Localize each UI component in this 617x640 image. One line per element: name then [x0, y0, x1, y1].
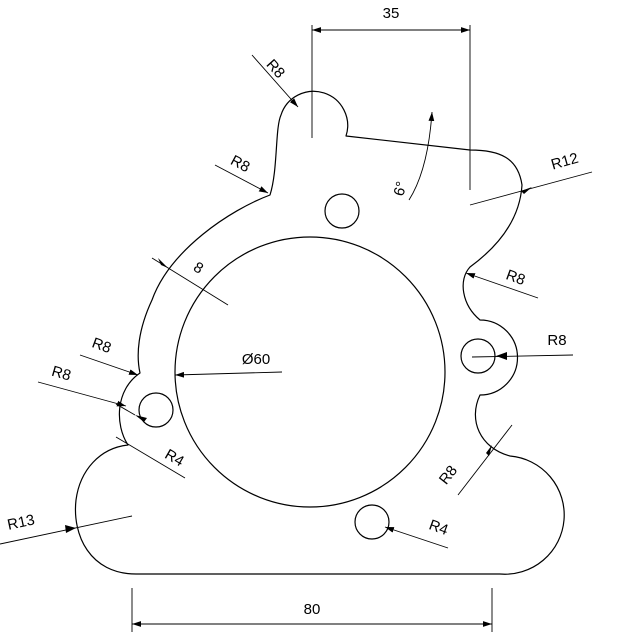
r13-dimension: R13: [0, 511, 133, 545]
r8-left-b-dimension: R8: [37, 363, 127, 407]
r4-left-dimension: R4: [115, 403, 187, 479]
r8-right-mid-label: R8: [547, 332, 566, 349]
r8-right-lower-label: R8: [436, 462, 461, 488]
hole-top: [324, 193, 360, 229]
r8-upper-left-label: R8: [228, 152, 253, 176]
part-outline: [74, 90, 565, 575]
r8-left-a-dimension: R8: [79, 335, 139, 376]
angle-6-label: 6°: [391, 180, 411, 198]
diameter-60-label: Ø60: [242, 351, 270, 368]
thickness-8-dimension: 8: [151, 257, 229, 306]
hole-right: [460, 338, 496, 374]
r8-right-upper-dimension: R8: [465, 267, 539, 299]
dimension-35: 35: [311, 5, 471, 190]
r8-right-lower-dimension: R8: [436, 424, 513, 496]
thickness-8-label: 8: [190, 259, 206, 278]
r4-bottom-dimension: R4: [384, 517, 451, 549]
r12-dimension: R12: [469, 150, 593, 206]
r8-top-dimension: R8: [251, 54, 299, 108]
hole-bottom: [354, 504, 390, 540]
r8-right-upper-label: R8: [504, 267, 528, 290]
r8-left-a-label: R8: [90, 335, 114, 358]
r8-top-label: R8: [263, 56, 288, 82]
r8-right-mid-dimension: R8: [471, 332, 574, 360]
dimension-35-label: 35: [383, 5, 400, 22]
r12-label: R12: [549, 150, 580, 174]
r8-left-b-label: R8: [50, 363, 73, 385]
r13-label: R13: [6, 511, 36, 533]
r8-upper-left-dimension: R8: [214, 152, 269, 194]
hole-left: [138, 392, 174, 428]
r4-bottom-label: R4: [427, 517, 451, 540]
dimension-80: 80: [131, 588, 493, 632]
diameter-60-dimension: Ø60: [174, 351, 283, 378]
dimension-80-label: 80: [304, 601, 321, 618]
angle-6-dimension: 6°: [391, 111, 435, 201]
center-bore: [174, 236, 446, 508]
